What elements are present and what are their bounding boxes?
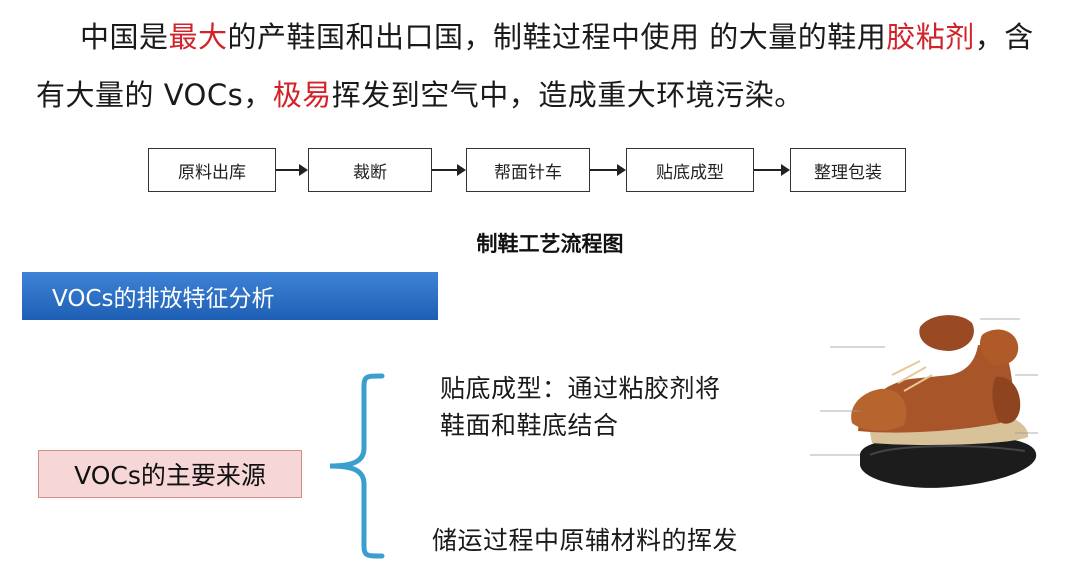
flow-step-finishing-packing: 整理包装	[790, 148, 906, 192]
voc-source-label: VOCs的主要来源	[38, 450, 302, 498]
source-item-storage-volatilization: 储运过程中原辅材料的挥发	[432, 526, 739, 555]
intro-text-4: 挥发到空气中，造成重大环境污染。	[331, 78, 804, 112]
flow-step-sole-attaching: 贴底成型	[626, 148, 754, 192]
intro-highlight-adhesive: 胶粘剂	[886, 20, 975, 54]
flowchart-title: 制鞋工艺流程图	[476, 232, 624, 256]
brace-icon	[329, 373, 385, 559]
intro-text-2: 的产鞋国和出口国，制鞋过程中使用 的大量的鞋用	[227, 20, 887, 54]
intro-text-1: 中国是	[80, 20, 169, 54]
intro-highlight-largest: 最大	[168, 20, 228, 54]
intro-highlight-volatile: 极易	[272, 78, 332, 112]
source-item-sole-attaching: 贴底成型：通过粘胶剂将鞋面和鞋底结合	[440, 374, 721, 440]
flow-arrow-2	[432, 164, 466, 176]
intro-text-3: ，含有大量的 VOCs，	[36, 20, 1034, 112]
flow-arrow-3	[590, 164, 626, 176]
intro-paragraph: 中国是最大的产鞋国和出口国，制鞋过程中使用 的大量的鞋用胶粘剂，含有大量的 VO…	[36, 8, 1046, 124]
exploded-shoe-diagram-icon	[810, 315, 1038, 488]
flow-arrow-1	[276, 164, 308, 176]
flow-step-upper-stitching: 帮面针车	[466, 148, 590, 192]
flow-step-cutting: 裁断	[308, 148, 432, 192]
flow-arrow-4	[754, 164, 790, 176]
flow-step-material-out: 原料出库	[148, 148, 276, 192]
process-flowchart: 原料出库 裁断 帮面针车 贴底成型 整理包装	[148, 148, 908, 196]
section-banner: VOCs的排放特征分析	[22, 272, 438, 320]
